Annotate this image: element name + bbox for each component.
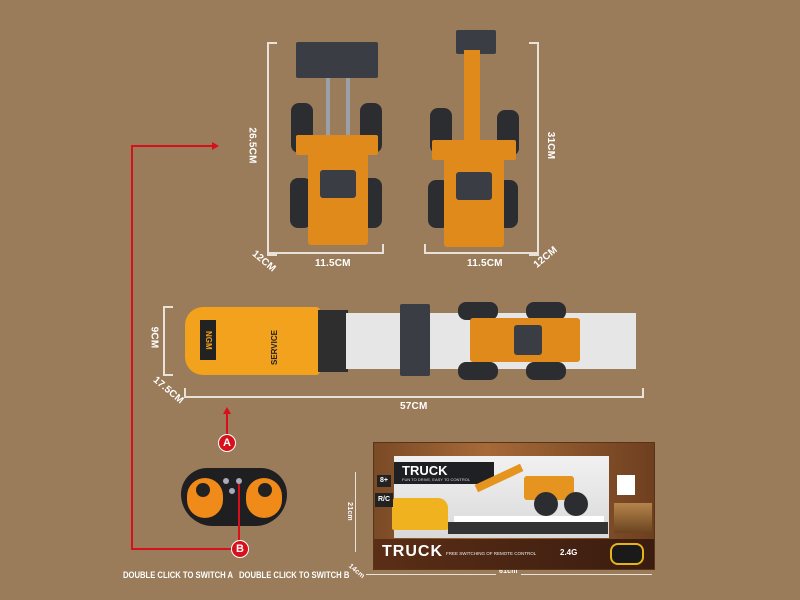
tire (526, 302, 566, 320)
cab-plate: NGM (200, 320, 216, 360)
cab-service-text: SERVICE (270, 330, 279, 365)
frequency-label: 2.4G (560, 548, 578, 557)
package-length-label: 61cm (496, 568, 521, 575)
package-truck-cab (392, 498, 448, 530)
connector-top (131, 145, 213, 147)
connector-b (238, 484, 240, 544)
trailer-loader-bucket (400, 304, 430, 376)
arrow-right-icon (212, 142, 219, 150)
left-loader-height-label: 26.5CM (246, 127, 258, 164)
package-trailer (448, 522, 608, 534)
package-subtitle: FUN TO DRIVE, EASY TO CONTROL (402, 477, 471, 482)
left-loader-width-dim (267, 244, 384, 254)
right-loader-height-dim (529, 42, 539, 256)
left-loader-height-dim (267, 42, 277, 256)
package-title: TRUCK (402, 463, 448, 478)
truck-length-label: 57CM (400, 401, 428, 412)
right-loader-width-label: 11.5CM (467, 258, 503, 269)
rc-badge: R/C (375, 493, 393, 507)
connector-a (226, 412, 228, 442)
package-title-banner: TRUCK FUN TO DRIVE, EASY TO CONTROL (394, 462, 494, 484)
caption-switch-a: DOUBLE CLICK TO SWITCH A (123, 570, 234, 580)
package-height-dim (355, 472, 362, 552)
package-controller-icon (610, 543, 644, 565)
loader-engine (514, 325, 542, 355)
loader-bucket (296, 42, 378, 78)
caption-switch-b: DOUBLE CLICK TO SWITCH B (239, 570, 350, 580)
package-height-label: 21cm (345, 502, 353, 521)
side-truck-image (614, 503, 652, 533)
age-badge: 8+ (377, 475, 391, 487)
excavator-boom (464, 50, 480, 150)
right-loader-height-label: 31CM (545, 131, 557, 160)
package-box: TRUCK FUN TO DRIVE, EASY TO CONTROL 8+ R… (373, 442, 655, 570)
loader-arm (326, 78, 330, 148)
joystick-right (258, 483, 272, 497)
truck-depth-label: 17.5CM (150, 374, 186, 407)
left-loader-width-label: 11.5CM (315, 258, 351, 269)
loader-body (444, 155, 504, 247)
package-bottom-panel: TRUCK FREE SWITCHING OF REMOTE CONTROL 2… (374, 539, 654, 569)
button-center (229, 488, 235, 494)
brand-title: TRUCK (382, 543, 443, 560)
connector-bottom (131, 548, 231, 550)
package-excavator-tire (534, 492, 558, 516)
trailer-neck (318, 310, 348, 372)
truck-height-dim (163, 306, 173, 376)
brand-logo (617, 475, 635, 495)
tire (458, 362, 498, 380)
connector-vertical (131, 145, 133, 550)
truck-length-dim (184, 388, 644, 398)
badge-a: A (218, 434, 236, 452)
button-b (236, 478, 242, 484)
tire (458, 302, 498, 320)
package-window: TRUCK FUN TO DRIVE, EASY TO CONTROL (392, 456, 609, 538)
loader-arm (346, 78, 350, 148)
right-loader-width-dim (424, 244, 539, 254)
package-depth-label: 14cm (346, 562, 366, 581)
arrow-up-icon (223, 407, 231, 414)
package-deck (454, 516, 604, 522)
tire (526, 362, 566, 380)
tire (290, 178, 312, 228)
package-excavator-tire (564, 492, 588, 516)
loader-engine (320, 170, 356, 198)
badge-b: B (231, 540, 249, 558)
joystick-left (196, 483, 210, 497)
tagline: FREE SWITCHING OF REMOTE CONTROL (446, 551, 537, 556)
truck-height-label: 9CM (148, 326, 160, 349)
loader-engine (456, 172, 492, 200)
button-a (223, 478, 229, 484)
